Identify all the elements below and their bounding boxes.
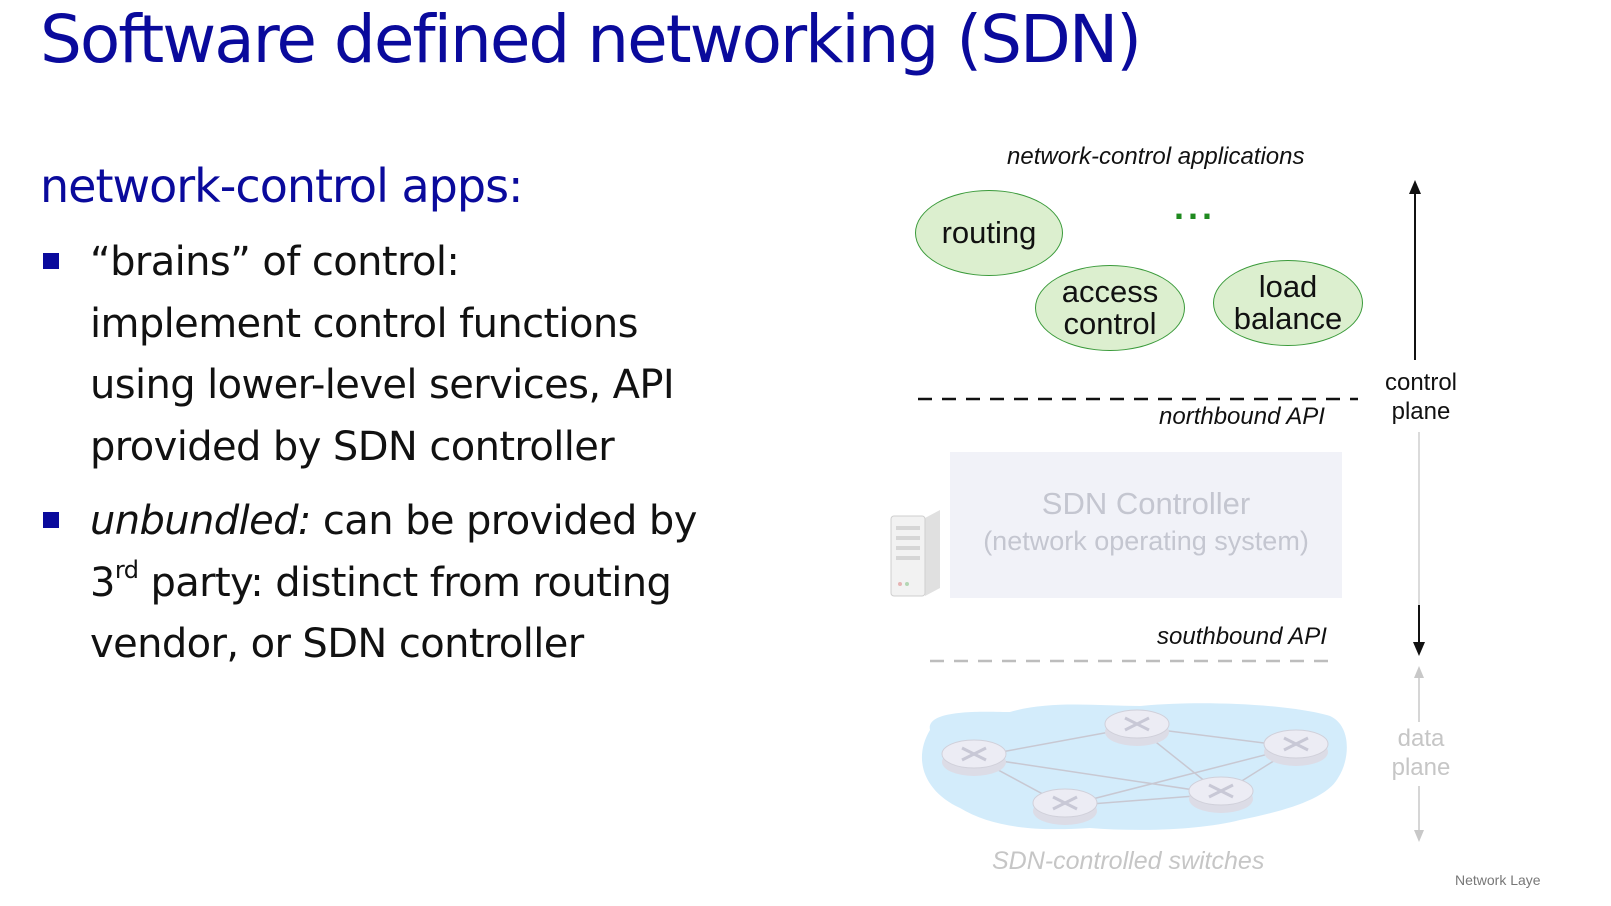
bullet-line: vendor, or SDN controller: [90, 621, 584, 667]
app-access-control: access control: [1035, 265, 1185, 351]
arrow-down-icon: [1413, 642, 1425, 656]
southbound-api-label: southbound API: [1157, 623, 1327, 650]
switch-icon: [1188, 776, 1254, 813]
bullet-line: unbundled: can be provided by: [90, 498, 697, 544]
bullet-line: using lower-level services, API: [90, 362, 675, 408]
slide-title: Software defined networking (SDN): [40, 1, 1142, 78]
switch-icon: [1104, 709, 1170, 746]
apps-ellipsis: ...: [1174, 186, 1217, 227]
bullet-line: “brains” of control:: [90, 239, 460, 285]
switch-icon: [1032, 788, 1098, 825]
northbound-api-label: northbound API: [1159, 403, 1325, 430]
bullet-square-icon: [43, 253, 59, 269]
bullet-square-icon: [43, 512, 59, 528]
server-icon: [890, 510, 940, 597]
footer-text: Network Laye: [1455, 872, 1541, 888]
unbundled-term: unbundled:: [90, 498, 311, 544]
switches-label: SDN-controlled switches: [992, 847, 1265, 875]
arrow-up-icon: [1414, 666, 1424, 678]
sdn-controller-box: [950, 452, 1342, 598]
bullet-line: 3rd party: distinct from routing: [90, 555, 672, 606]
section-heading: network-control apps:: [40, 159, 524, 213]
switch-icon: [1263, 729, 1329, 766]
apps-heading: network-control applications: [1007, 143, 1305, 170]
control-plane-label: control plane: [1384, 369, 1458, 425]
bullet-line: implement control functions: [90, 300, 639, 347]
arrow-down-icon: [1414, 830, 1424, 842]
app-routing: routing: [915, 190, 1063, 276]
controller-title: SDN Controller: [1041, 486, 1251, 521]
data-plane-label: data plane: [1391, 725, 1451, 781]
app-load-balance: load balance: [1213, 260, 1363, 346]
bullet-line: provided by SDN controller: [90, 423, 615, 470]
controller-subtitle: (network operating system): [983, 526, 1309, 556]
arrow-up-icon: [1409, 180, 1421, 194]
switch-icon: [941, 739, 1007, 776]
